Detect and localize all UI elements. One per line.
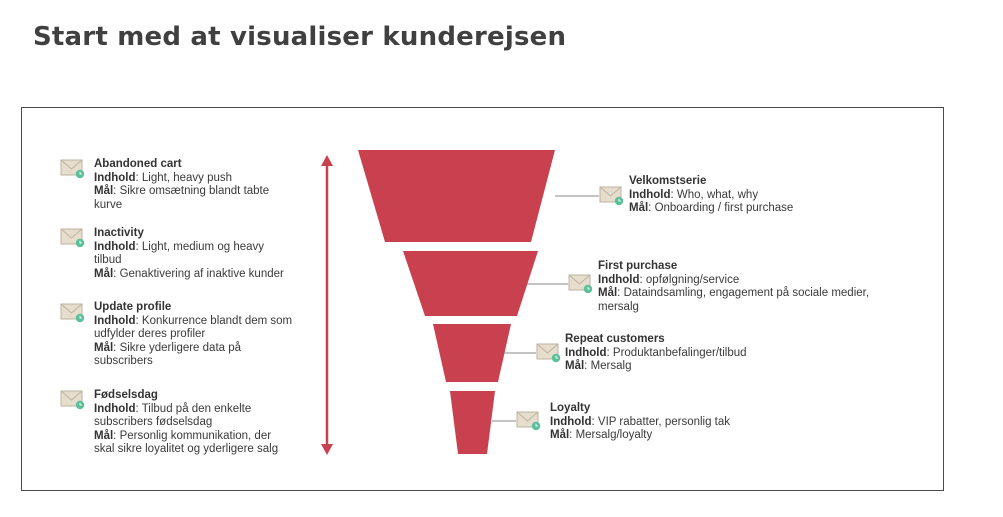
- item-goal: Mål: Personlig kommunikation, der: [94, 429, 272, 442]
- journey-item-foedselsdag: Fødselsdag Indhold: Tilbud på den enkelt…: [94, 389, 324, 457]
- envelope-clock-icon: [60, 390, 85, 410]
- item-title: Velkomstserie: [629, 175, 707, 187]
- item-title: First purchase: [598, 260, 678, 272]
- envelope-clock-icon: [60, 159, 85, 179]
- envelope-clock-icon: [536, 343, 561, 363]
- page-title: Start med at visualiser kunderejsen: [33, 22, 567, 52]
- item-content: Indhold: Who, what, why: [629, 188, 759, 201]
- envelope-clock-icon: [60, 228, 85, 248]
- item-content: Indhold: Konkurrence blandt dem som: [94, 314, 293, 327]
- journey-item-first-purchase: First purchase Indhold: opfølgning/servi…: [598, 260, 898, 314]
- funnel-segment-repeat-customers: [433, 324, 511, 382]
- envelope-clock-icon: [516, 411, 541, 431]
- funnel-segment-loyalty: [450, 391, 495, 454]
- item-title: Loyalty: [550, 402, 591, 414]
- item-content: Indhold: Light, heavy push: [94, 171, 233, 184]
- item-title: Repeat customers: [565, 333, 665, 345]
- item-goal: Mål: Mersalg: [565, 360, 632, 373]
- item-goal: Mål: Onboarding / first purchase: [629, 202, 794, 215]
- item-goal: Mål: Mersalg/loyalty: [550, 429, 653, 442]
- journey-item-repeat-customers: Repeat customers Indhold: Produktanbefal…: [565, 333, 825, 374]
- item-content: Indhold: opfølgning/service: [598, 273, 740, 286]
- item-goal: Mål: Dataindsamling, engagement på socia…: [598, 287, 870, 300]
- customer-journey-diagram: Abandoned cart Indhold: Light, heavy pus…: [21, 107, 944, 491]
- envelope-clock-icon: [599, 186, 624, 206]
- item-title: Inactivity: [94, 227, 144, 239]
- funnel-segment-first-purchase: [403, 251, 538, 316]
- item-goal: Mål: Sikre omsætning blandt tabte: [94, 185, 270, 198]
- journey-item-loyalty: Loyalty Indhold: VIP rabatter, personlig…: [550, 402, 810, 443]
- journey-item-inactivity: Inactivity Indhold: Light, medium og hea…: [94, 227, 319, 281]
- item-goal: Mål: Sikre yderligere data på: [94, 341, 242, 354]
- funnel-graphic: [321, 150, 599, 455]
- journey-item-velkomstserie: Velkomstserie Indhold: Who, what, why Må…: [629, 175, 859, 216]
- item-content: Indhold: Tilbud på den enkelte: [94, 402, 252, 415]
- funnel-segment-velkomstserie: [358, 150, 555, 242]
- double-arrow-icon: [321, 155, 333, 455]
- item-goal: Mål: Genaktivering af inaktive kunder: [94, 267, 284, 280]
- item-content: Indhold: Light, medium og heavy: [94, 240, 265, 253]
- envelope-clock-icon: [568, 274, 593, 294]
- item-title: Update profile: [94, 301, 172, 313]
- item-title: Abandoned cart: [94, 158, 182, 170]
- item-title: Fødselsdag: [94, 389, 158, 401]
- item-content: Indhold: VIP rabatter, personlig tak: [550, 415, 731, 428]
- journey-item-update-profile: Update profile Indhold: Konkurrence blan…: [94, 301, 319, 369]
- journey-item-abandoned-cart: Abandoned cart Indhold: Light, heavy pus…: [94, 158, 319, 212]
- envelope-clock-icon: [60, 303, 85, 323]
- item-content: Indhold: Produktanbefalinger/tilbud: [565, 346, 747, 359]
